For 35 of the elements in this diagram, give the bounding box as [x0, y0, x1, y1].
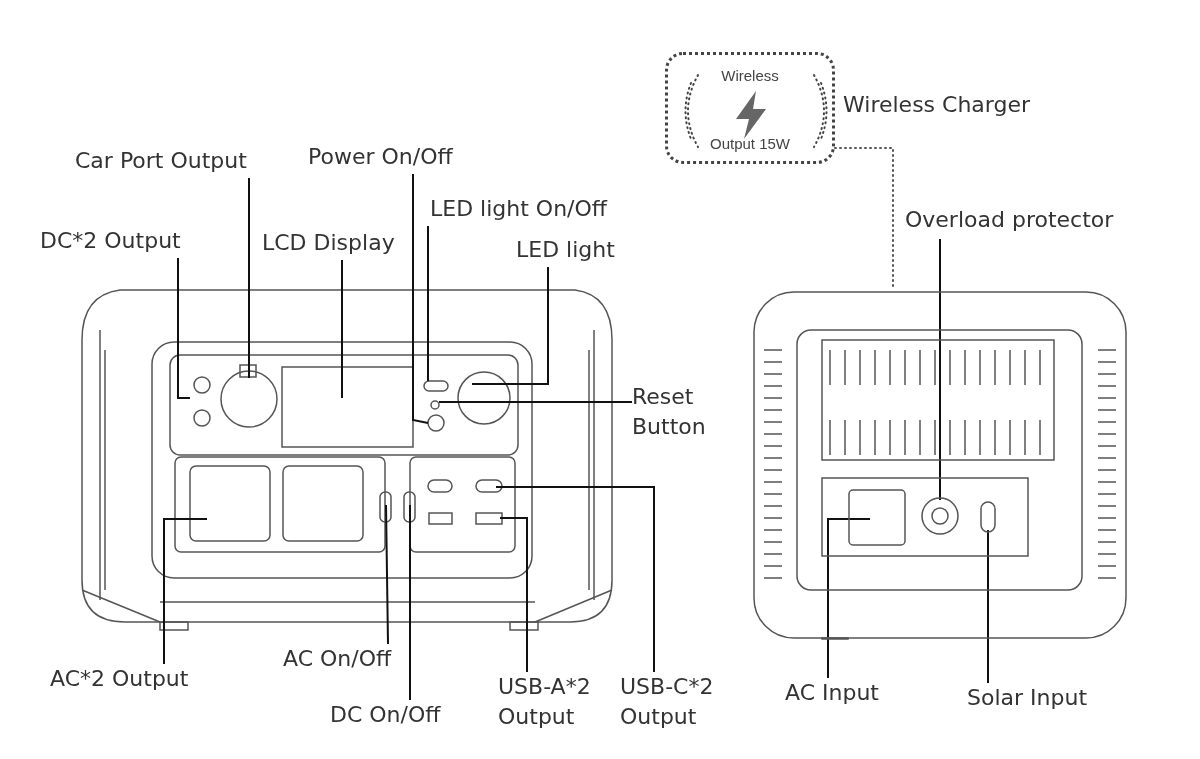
callout-label: Overload protector — [905, 205, 1145, 239]
callout-label: Car Port Output — [75, 146, 255, 178]
callout-label: Power On/Off — [308, 142, 458, 174]
leader-line — [827, 518, 871, 679]
leader-line — [499, 517, 528, 673]
leader-line — [248, 177, 250, 379]
panel-text: Wireless — [720, 67, 780, 84]
leader-line — [495, 486, 655, 673]
callout-label: AC On/Off — [283, 644, 393, 676]
callout-label: AC Input — [785, 678, 895, 712]
leader-line — [939, 238, 941, 501]
callout-label: DC*2 Output — [40, 226, 185, 258]
leader-line — [427, 225, 429, 382]
callout-label: LED light On/Off — [430, 194, 610, 226]
callout-label: AC*2 Output — [50, 664, 190, 696]
callout-label: Reset Button — [632, 382, 712, 442]
leader-line — [987, 529, 989, 684]
leader-line — [341, 259, 343, 399]
leader-line — [412, 173, 429, 424]
callout-label: USB-C*2 Output — [620, 672, 725, 732]
leader-line — [438, 401, 633, 403]
leader-line — [385, 504, 389, 645]
wireless-charger-panel — [665, 52, 835, 164]
callout-label: Wireless Charger — [843, 91, 1031, 119]
leader-line — [471, 266, 549, 385]
callout-label: LCD Display — [262, 228, 397, 260]
callout-label: DC On/Off — [330, 700, 445, 732]
panel-text: Output 15W — [708, 135, 791, 152]
callout-label: Solar Input — [967, 683, 1117, 717]
power-station-rear-drawing — [752, 290, 1128, 640]
leader-line — [409, 504, 411, 701]
callout-label: USB-A*2 Output — [498, 672, 603, 732]
callout-label: LED light — [516, 235, 616, 267]
leader-line — [177, 257, 191, 399]
leader-line — [163, 518, 208, 665]
